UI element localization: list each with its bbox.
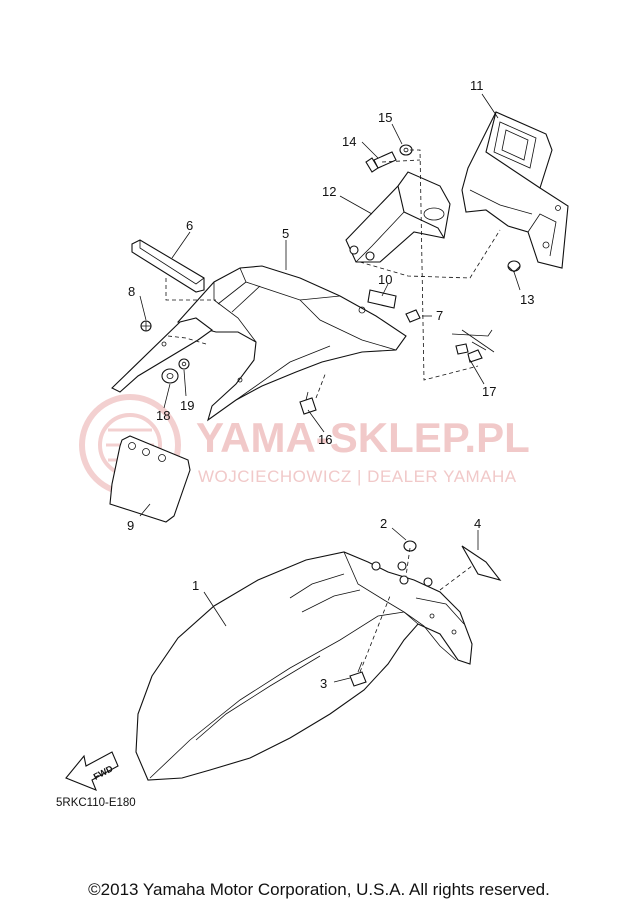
label-part-19: 19 bbox=[180, 398, 194, 413]
label-part-8: 8 bbox=[128, 284, 135, 299]
label-part-6: 6 bbox=[186, 218, 193, 233]
leader-lines bbox=[139, 93, 521, 683]
part-18-collar bbox=[161, 368, 179, 384]
label-part-18: 18 bbox=[156, 408, 170, 423]
part-8-flap bbox=[111, 317, 213, 393]
part-11-plate-bracket bbox=[461, 111, 569, 269]
label-part-10: 10 bbox=[378, 272, 392, 287]
part-2-nut bbox=[403, 540, 417, 552]
label-part-11: 11 bbox=[470, 78, 484, 93]
label-part-3: 3 bbox=[320, 676, 327, 691]
part-7-nut bbox=[405, 309, 421, 323]
part-3-bolt bbox=[349, 661, 367, 687]
part-5-rear-fender bbox=[176, 265, 407, 422]
label-part-2: 2 bbox=[380, 516, 387, 531]
part-17-screws bbox=[451, 329, 495, 363]
label-part-5: 5 bbox=[282, 226, 289, 241]
part-labels: 1 2 3 4 5 6 7 8 9 10 11 12 13 14 15 16 1… bbox=[127, 78, 534, 691]
part-4-label bbox=[461, 545, 502, 581]
label-part-4: 4 bbox=[474, 516, 481, 531]
label-part-13: 13 bbox=[520, 292, 534, 307]
part-12-tail-bracket bbox=[345, 171, 451, 263]
label-part-16: 16 bbox=[318, 432, 332, 447]
part-16-bolt bbox=[299, 391, 317, 415]
diagram-code: 5RKC110-E180 bbox=[56, 797, 136, 809]
watermark-subtitle: WOJCIECHOWICZ | DEALER YAMAHA bbox=[198, 467, 517, 486]
part-13-grommet bbox=[507, 260, 521, 273]
label-part-14: 14 bbox=[342, 134, 356, 149]
label-part-12: 12 bbox=[322, 184, 336, 199]
copyright-notice: ©2013 Yamaha Motor Corporation, U.S.A. A… bbox=[88, 880, 550, 899]
label-part-1: 1 bbox=[192, 578, 199, 593]
part-6-pad bbox=[131, 239, 205, 293]
label-part-9: 9 bbox=[127, 518, 134, 533]
fwd-arrow-icon: FWD bbox=[65, 751, 119, 791]
part-19-washer bbox=[178, 358, 190, 370]
assembly-lines bbox=[165, 149, 501, 673]
label-part-7: 7 bbox=[436, 308, 443, 323]
part-1-front-fender bbox=[135, 551, 473, 781]
part-9-plate bbox=[109, 435, 191, 523]
watermark-title: YAMA-SKLEP.PL bbox=[196, 414, 530, 461]
part-10-label bbox=[367, 289, 397, 309]
part-14-bolt bbox=[365, 151, 397, 173]
label-part-15: 15 bbox=[378, 110, 392, 125]
label-part-17: 17 bbox=[482, 384, 496, 399]
